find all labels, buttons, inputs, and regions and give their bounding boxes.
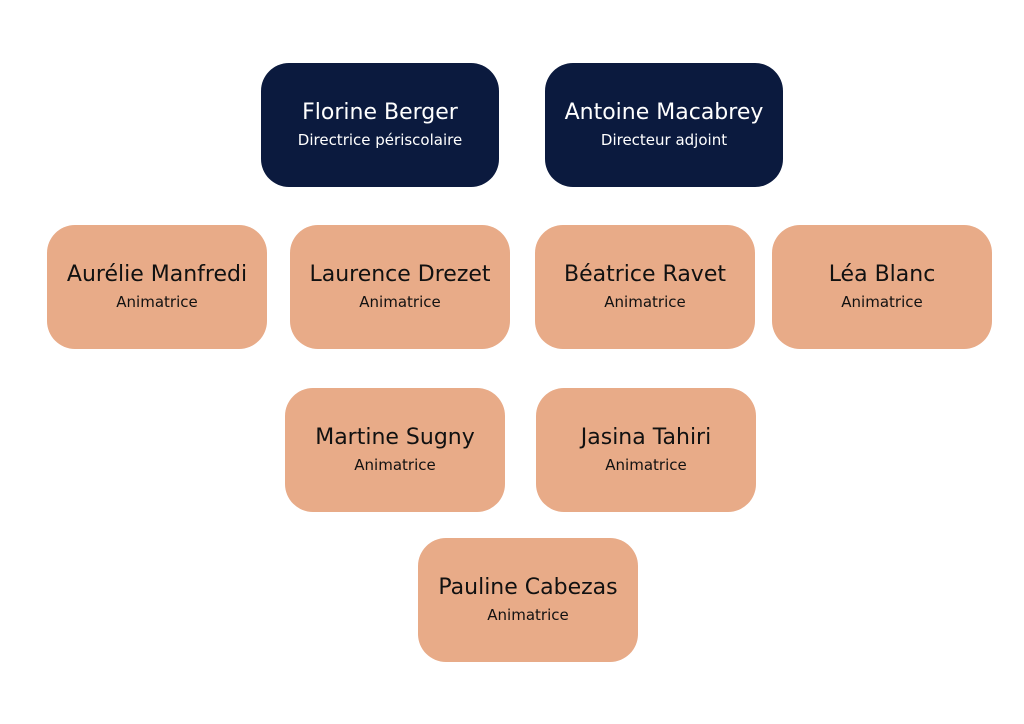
person-role: Animatrice — [116, 293, 198, 311]
card-jasina-tahiri: Jasina Tahiri Animatrice — [536, 388, 756, 512]
card-florine-berger: Florine Berger Directrice périscolaire — [261, 63, 499, 187]
person-name: Jasina Tahiri — [580, 425, 712, 450]
person-name: Aurélie Manfredi — [66, 262, 248, 287]
person-name: Béatrice Ravet — [564, 262, 726, 287]
person-role: Animatrice — [487, 606, 569, 624]
person-name: Léa Blanc — [828, 262, 936, 287]
person-role: Animatrice — [354, 456, 436, 474]
person-name: Martine Sugny — [315, 425, 475, 450]
person-role: Animatrice — [359, 293, 441, 311]
person-name: Pauline Cabezas — [438, 575, 618, 600]
card-aurelie-manfredi: Aurélie Manfredi Animatrice — [47, 225, 267, 349]
person-name: Laurence Drezet — [309, 262, 491, 287]
person-role: Directrice périscolaire — [297, 131, 463, 149]
card-pauline-cabezas: Pauline Cabezas Animatrice — [418, 538, 638, 662]
person-name: Antoine Macabrey — [564, 100, 764, 125]
person-role: Animatrice — [604, 293, 686, 311]
person-role: Directeur adjoint — [600, 131, 728, 149]
person-name: Florine Berger — [302, 100, 458, 125]
person-role: Animatrice — [605, 456, 687, 474]
card-lea-blanc: Léa Blanc Animatrice — [772, 225, 992, 349]
card-beatrice-ravet: Béatrice Ravet Animatrice — [535, 225, 755, 349]
card-antoine-macabrey: Antoine Macabrey Directeur adjoint — [545, 63, 783, 187]
card-laurence-drezet: Laurence Drezet Animatrice — [290, 225, 510, 349]
person-role: Animatrice — [841, 293, 923, 311]
card-martine-sugny: Martine Sugny Animatrice — [285, 388, 505, 512]
